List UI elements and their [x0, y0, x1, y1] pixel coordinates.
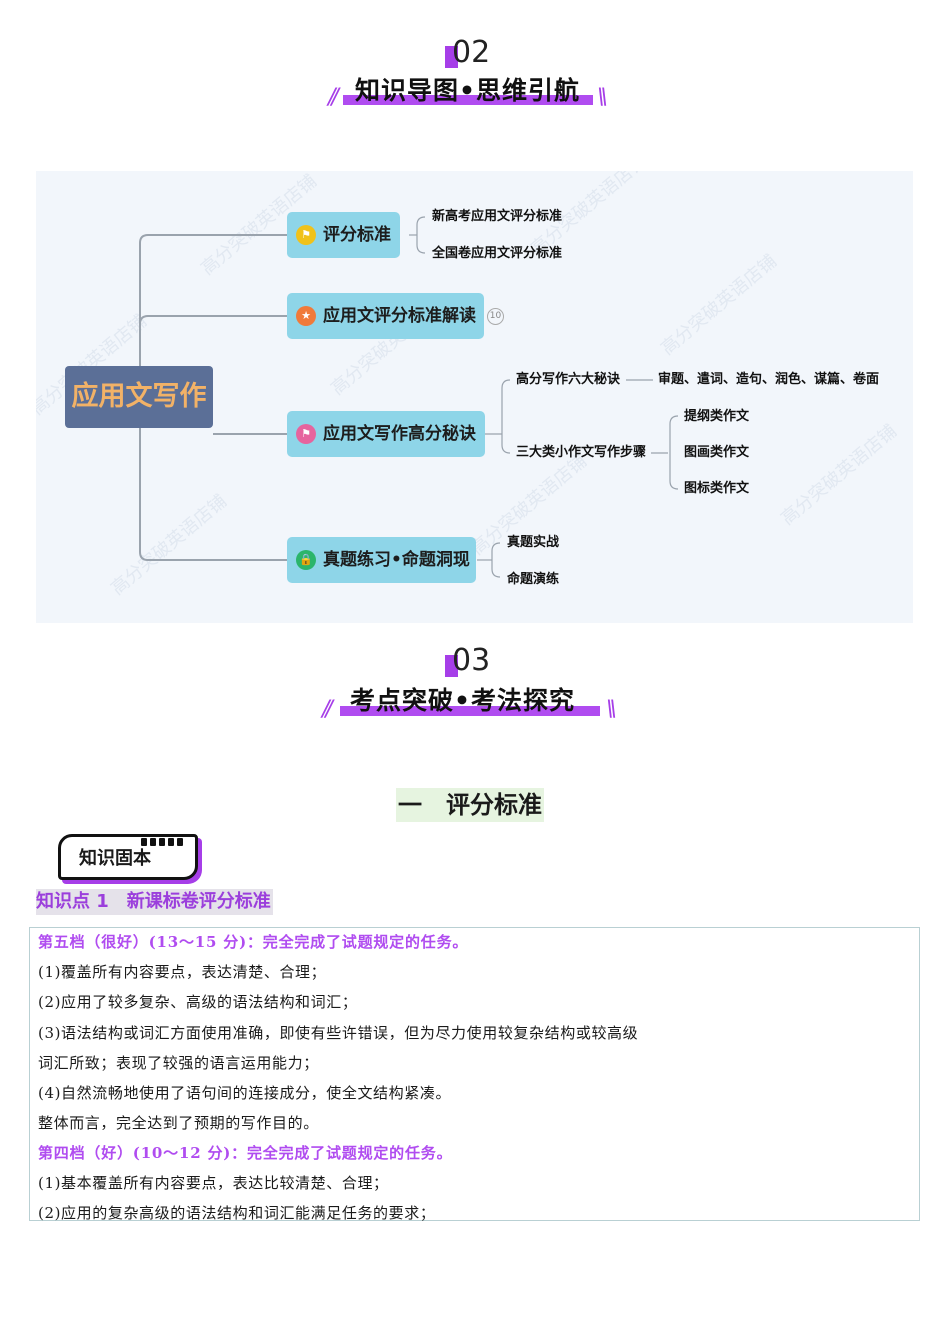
title-deco-left: //	[322, 697, 333, 722]
mind-map: 高分突破英语店铺 高分突破英语店铺 高分突破英语店铺 高分突破英语店铺 高分突破…	[36, 171, 913, 623]
leaf-item: 三大类小作文写作步骤	[516, 445, 647, 460]
section-number: 02	[452, 35, 491, 70]
leaf-item: 提纲类作文	[684, 409, 750, 424]
knowledge-badge: 知识固本	[58, 834, 198, 880]
branch-label: 真题练习•命题洞现	[323, 550, 470, 570]
star-icon: ★	[296, 306, 316, 326]
content-line: (1)基本覆盖所有内容要点，表达比较清楚、合理；	[38, 1174, 389, 1192]
count-badge: 10	[487, 308, 504, 325]
flag-icon: ⚑	[296, 424, 316, 444]
content-line: 整体而言，完全达到了预期的写作目的。	[38, 1114, 319, 1132]
content-box: 第五档（很好）(13～15 分)：完全完成了试题规定的任务。 (1)覆盖所有内容…	[29, 927, 920, 1222]
branch-label: 评分标准	[323, 225, 391, 245]
number-accent-bar	[445, 655, 458, 677]
content-line: 第四档（好）(10～12 分)：完全完成了试题规定的任务。	[38, 1144, 453, 1162]
leaf-item: 图标类作文	[684, 481, 750, 496]
section-title: 考点突破•考法探究	[350, 686, 575, 715]
number-accent-bar	[445, 46, 458, 68]
title-deco-right: \\	[597, 85, 608, 110]
flag-icon: ⚑	[296, 225, 316, 245]
subsection-title: 一 评分标准	[396, 788, 544, 822]
leaf-item: 真题实战	[507, 535, 560, 550]
leaf-item: 图画类作文	[684, 445, 750, 460]
content-line: (2)应用的复杂高级的语法结构和词汇能满足任务的要求；	[38, 1204, 436, 1222]
mind-map-root: 应用文写作	[65, 366, 213, 428]
branch-label: 应用文评分标准解读	[323, 306, 476, 326]
leaf-item: 新高考应用文评分标准	[432, 209, 563, 224]
branch-high-score-tips: ⚑ 应用文写作高分秘诀	[287, 411, 485, 457]
content-line: 词汇所致；表现了较强的语言运用能力；	[38, 1054, 319, 1072]
section-title: 知识导图•思维引航	[355, 76, 580, 105]
knowledge-point-label: 知识点 1 新课标卷评分标准	[36, 889, 273, 915]
leaf-item: 命题演练	[507, 572, 560, 587]
section-number: 03	[452, 643, 491, 678]
title-deco-right: \\	[606, 697, 617, 722]
branch-exam-practice: 🔒 真题练习•命题洞现	[287, 537, 476, 583]
content-line: (3)语法结构或词汇方面使用准确，即使有些许错误，但为尽力使用较复杂结构或较高级	[38, 1024, 639, 1042]
leaf-detail: 审题、遣词、造句、润色、谋篇、卷面	[658, 372, 880, 387]
branch-label: 应用文写作高分秘诀	[323, 424, 476, 444]
lock-icon: 🔒	[296, 550, 316, 570]
content-line: 第五档（很好）(13～15 分)：完全完成了试题规定的任务。	[38, 933, 469, 951]
knowledge-badge-label: 知识固本	[79, 848, 151, 869]
title-highlight	[343, 95, 593, 105]
mind-map-connectors	[139, 216, 679, 578]
leaf-item: 全国卷应用文评分标准	[432, 246, 563, 261]
content-line: (2)应用了较多复杂、高级的语法结构和词汇；	[38, 993, 358, 1011]
content-line: (1)覆盖所有内容要点，表达清楚、合理；	[38, 963, 327, 981]
branch-standards-interpretation: ★ 应用文评分标准解读	[287, 293, 484, 339]
title-deco-left: //	[328, 85, 339, 110]
leaf-item: 高分写作六大秘诀	[516, 372, 621, 387]
title-highlight	[340, 706, 600, 716]
branch-scoring-standards: ⚑ 评分标准	[287, 212, 400, 258]
content-line: (4)自然流畅地使用了语句间的连接成分，使全文结构紧凑。	[38, 1084, 452, 1102]
binder-rings-icon	[141, 831, 186, 850]
